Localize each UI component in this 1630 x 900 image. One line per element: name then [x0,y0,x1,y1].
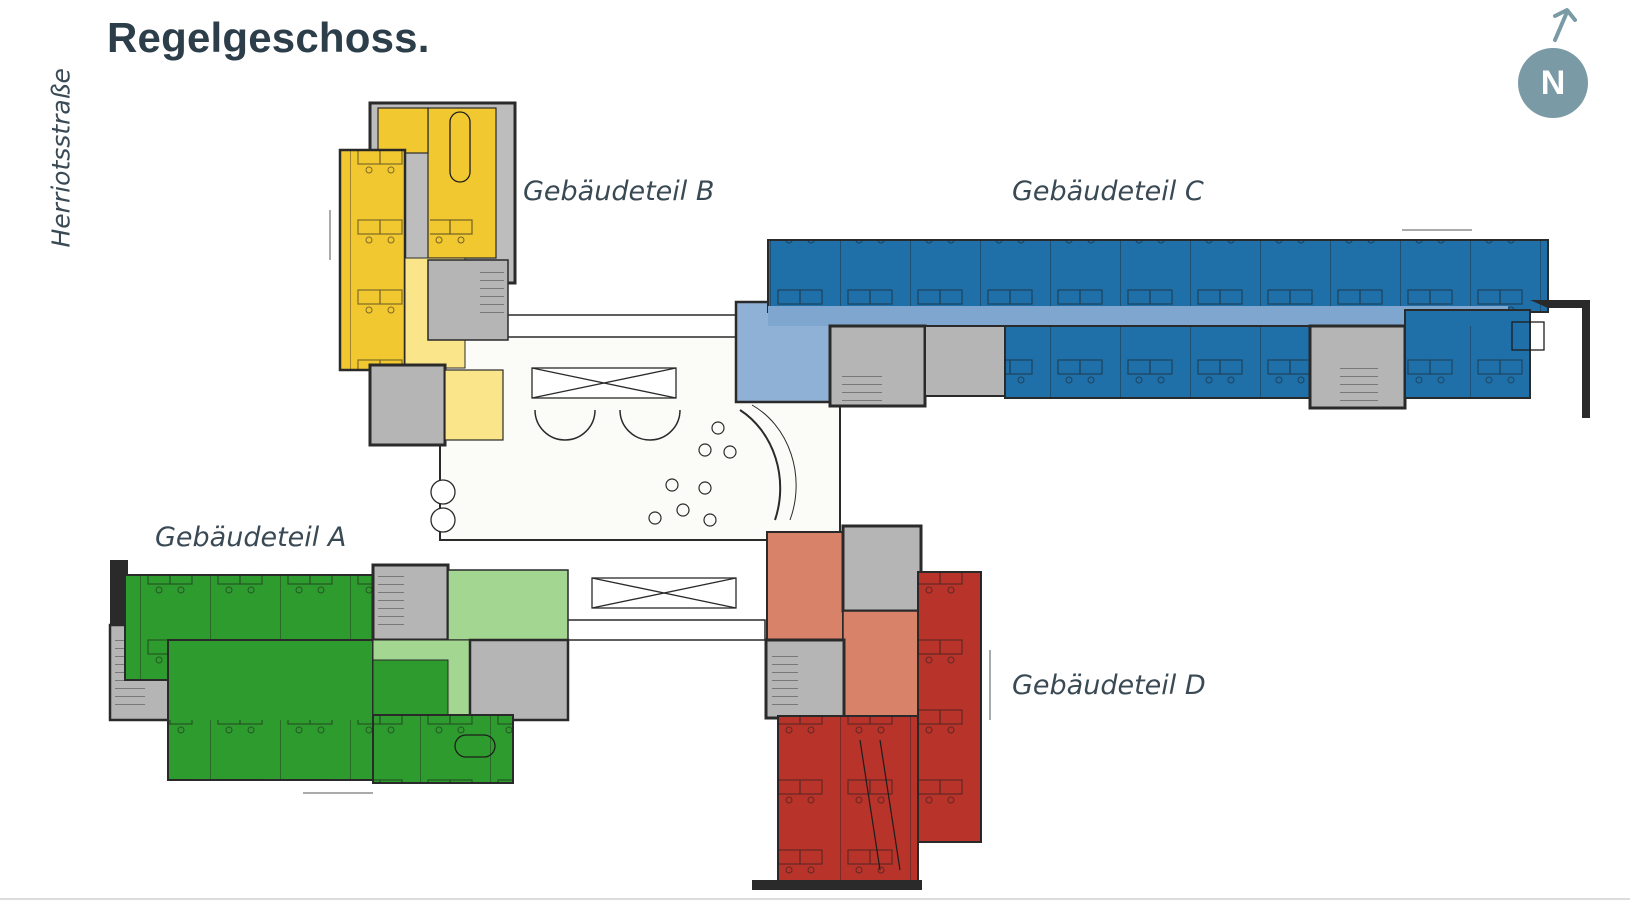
wing-b [338,101,517,447]
bottom-divider [0,898,1630,900]
scale-markers [303,210,1472,794]
north-letter: N [1540,63,1566,102]
wing-c-label: Gebäudeteil C [1012,176,1204,207]
atrium-elevators [531,367,737,609]
page-title: Regelgeschoss. [107,14,430,61]
wing-d [752,524,982,890]
wing-c [734,239,1590,418]
wing-a [108,560,570,784]
wing-a-label: Gebäudeteil A [155,522,347,553]
north-compass-icon: N [1518,48,1588,118]
north-arrow-icon [1553,8,1577,42]
wing-b-label: Gebäudeteil B [523,176,715,207]
wing-d-label: Gebäudeteil D [1012,670,1206,701]
